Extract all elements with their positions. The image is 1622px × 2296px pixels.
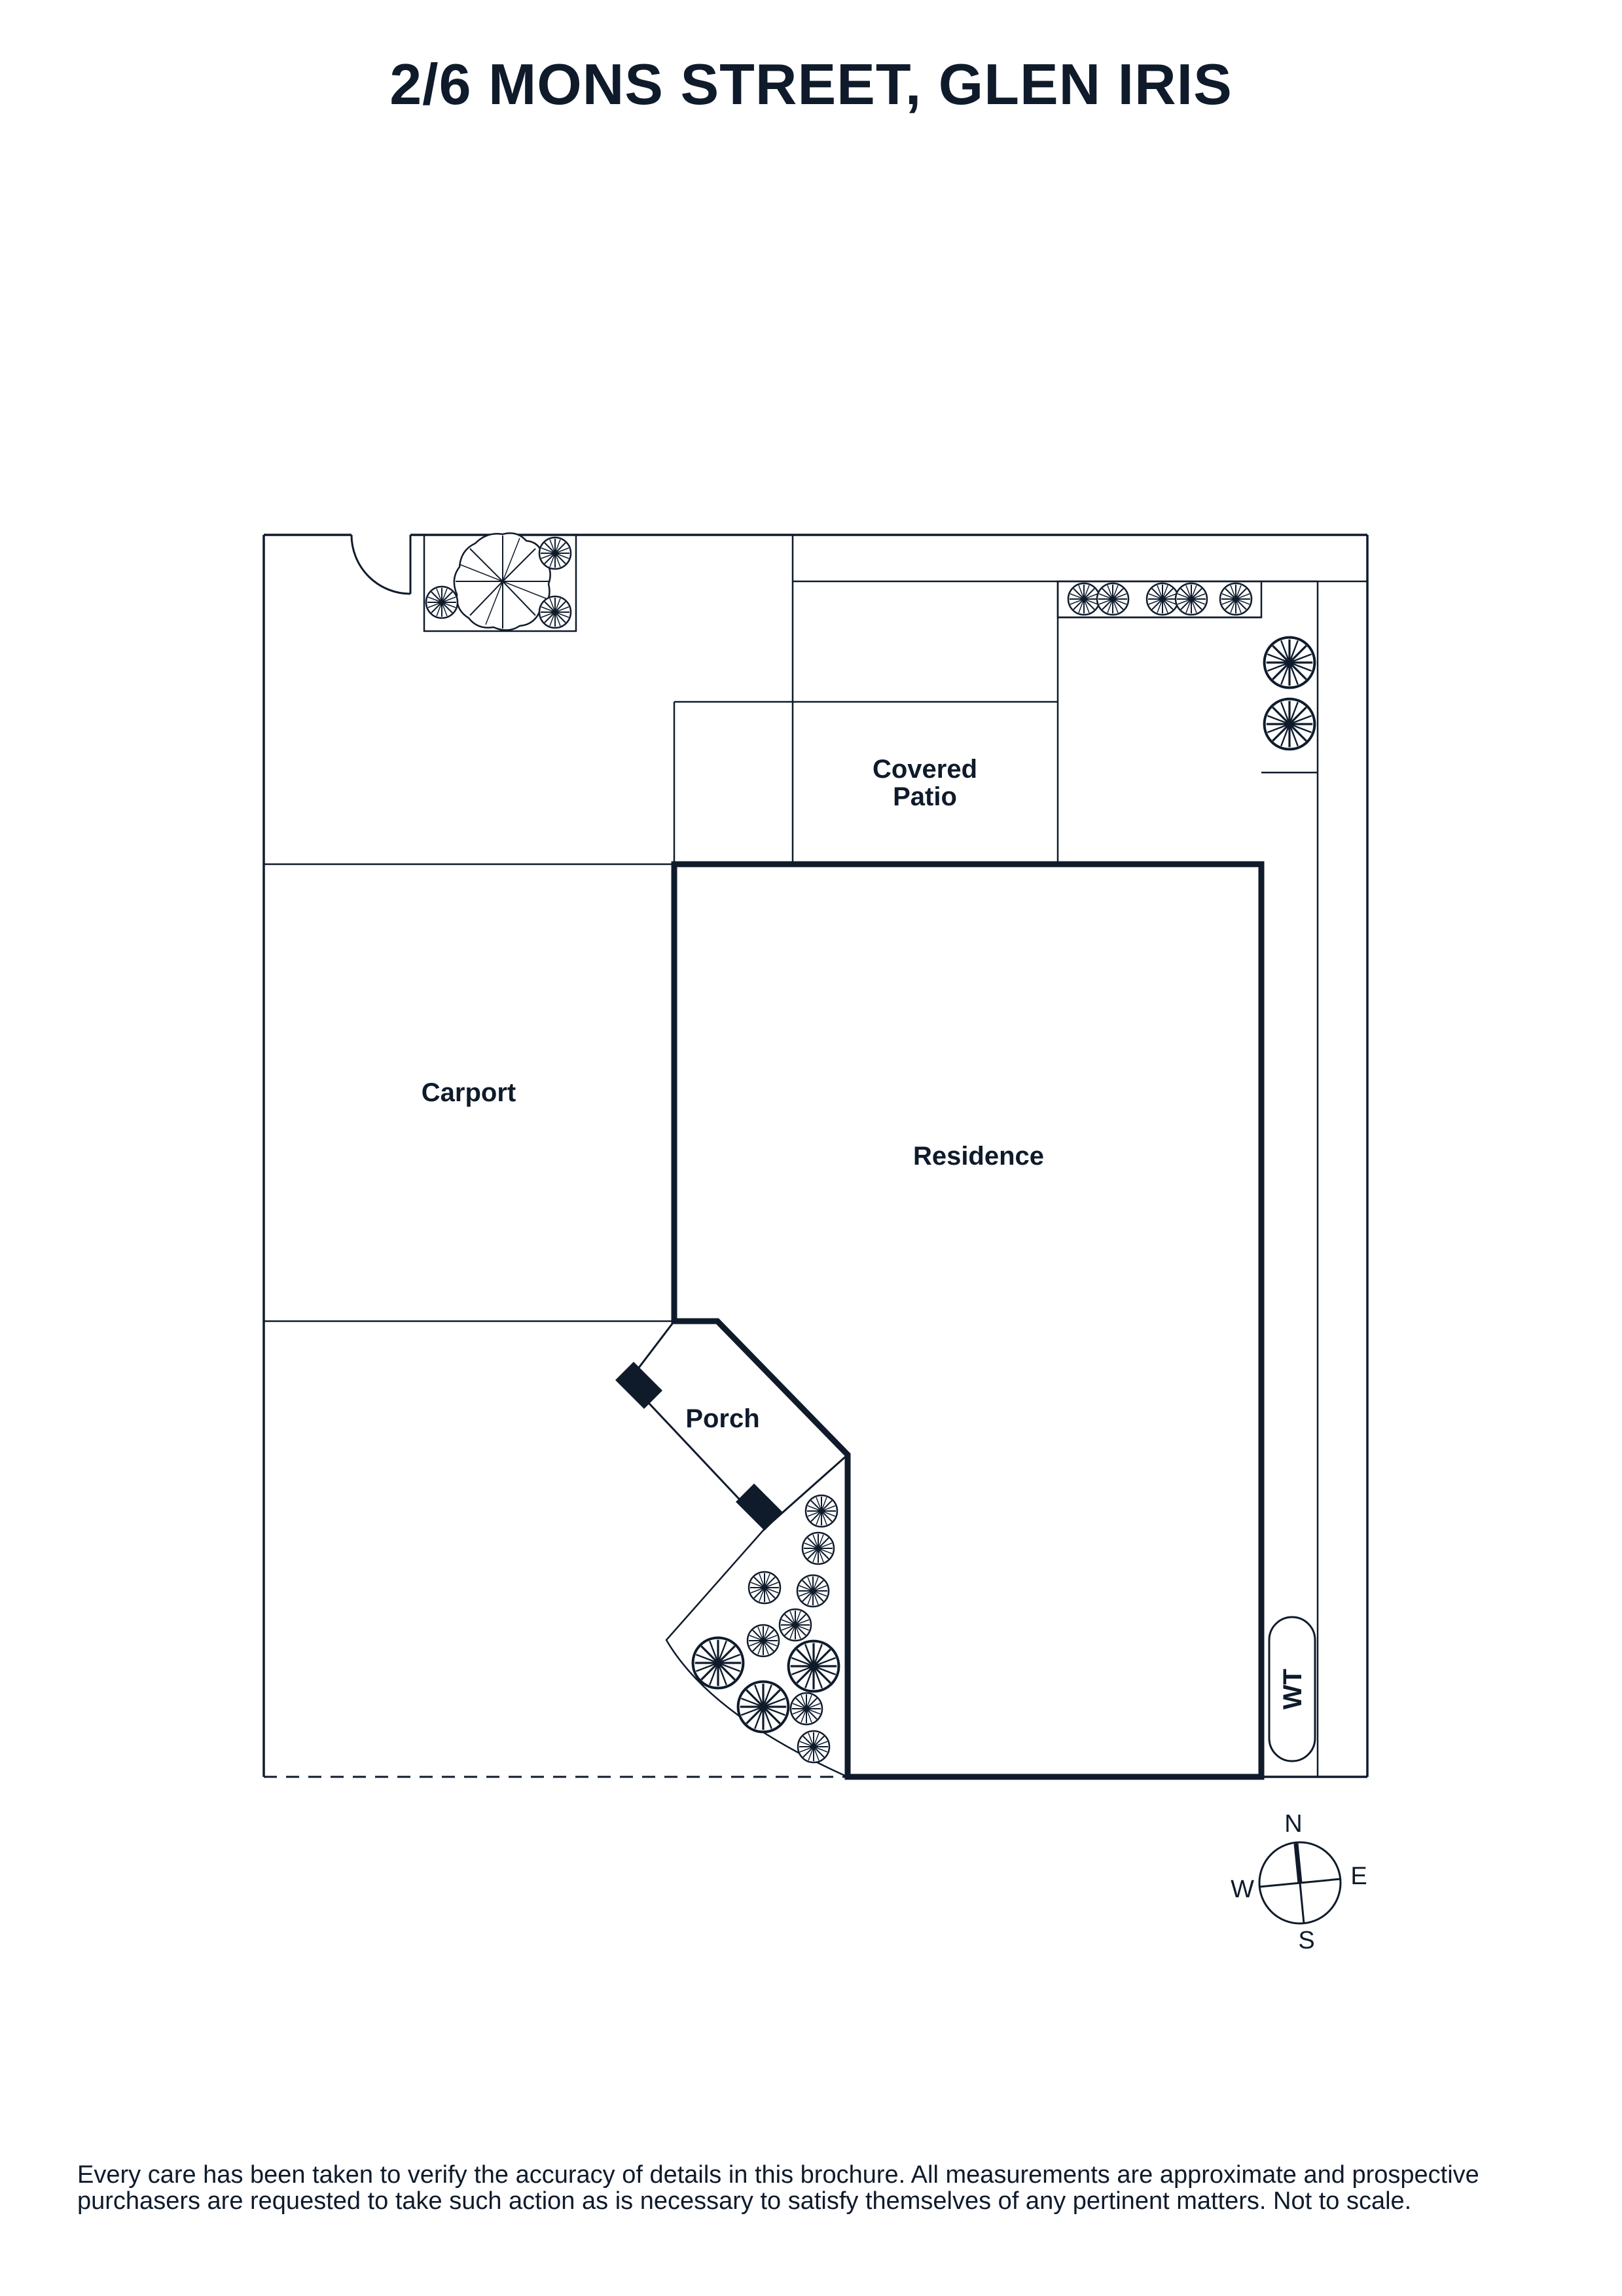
shrub-icon (538, 595, 572, 629)
shrub-icon (1067, 582, 1101, 616)
residence-label: Residence (913, 1142, 1044, 1171)
water-tank-label: WT (1278, 1669, 1307, 1709)
disclaimer: Every care has been taken to verify the … (77, 2162, 1583, 2214)
shrub-icon (693, 1638, 744, 1688)
shrub-icon (789, 1641, 839, 1692)
shrub-icon (1265, 638, 1315, 688)
shrub-icon (746, 1624, 780, 1658)
shrub-icon (738, 1682, 789, 1732)
compass-north: N (1284, 1810, 1302, 1838)
disclaimer-line: Every care has been taken to verify the … (77, 2161, 1479, 2189)
porch-post (736, 1484, 783, 1531)
water-tank (1268, 1616, 1316, 1762)
shrub-icon (789, 1692, 823, 1726)
compass-east: E (1350, 1863, 1367, 1890)
compass: N E S W (1231, 1810, 1367, 1954)
carport-label: Carport (422, 1078, 516, 1107)
porch-label: Porch (685, 1404, 759, 1433)
page-title: 2/6 MONS STREET, GLEN IRIS (389, 52, 1233, 117)
gate (350, 534, 412, 595)
shrub-icon (1265, 699, 1315, 750)
shrub-icon (748, 1571, 782, 1605)
shrub-icon (796, 1574, 830, 1608)
covered-patio-label: Patio (893, 782, 957, 811)
shrub-icon (1174, 582, 1208, 616)
shrub-icon (1096, 582, 1130, 616)
shrub-icon (778, 1608, 812, 1642)
shrub-icon (425, 585, 459, 619)
porch (615, 1320, 850, 1531)
shrub-icon (1145, 582, 1180, 616)
disclaimer-line: purchasers are requested to take such ac… (77, 2187, 1412, 2215)
compass-south: S (1298, 1927, 1314, 1954)
shrub-icon (801, 1531, 835, 1565)
vegetation (425, 532, 1315, 1764)
shrub-icon (804, 1494, 838, 1528)
shrub-icon (538, 536, 572, 570)
shrub-icon (797, 1730, 831, 1764)
porch-post (615, 1362, 662, 1409)
boundary-lines (264, 534, 1367, 1778)
covered-patio-label: Covered (873, 755, 977, 784)
tree-icon (453, 532, 551, 631)
compass-icon (1258, 1841, 1342, 1925)
shrub-icon (1219, 582, 1253, 616)
compass-west: W (1231, 1876, 1254, 1903)
